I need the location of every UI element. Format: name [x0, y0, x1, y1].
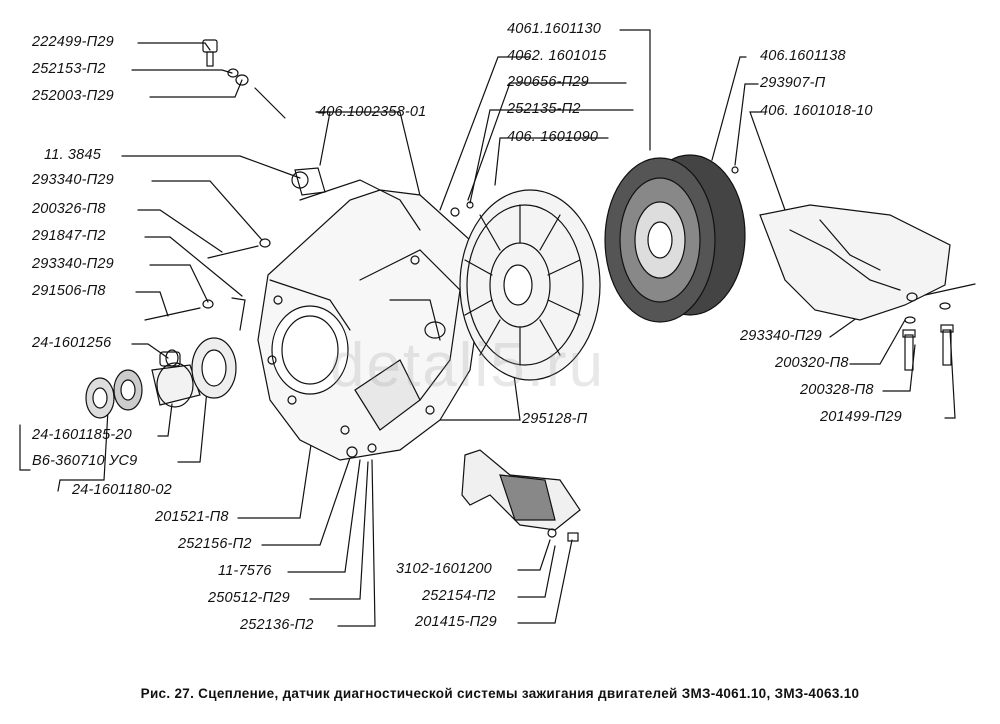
label-222499: 222499-П29	[32, 34, 114, 50]
label-290656: 290656-П29	[507, 74, 589, 90]
label-3102-1601200: 3102-1601200	[396, 561, 492, 577]
label-293340-a: 293340-П29	[32, 172, 114, 188]
clutch-housing	[257, 167, 481, 461]
bolt-222499	[202, 39, 249, 86]
label-201499: 201499-П29	[820, 409, 902, 425]
label-293340-c: 293340-П29	[740, 328, 822, 344]
leader-lines	[19, 29, 956, 627]
label-406-1002358: 406.1002358-01	[318, 104, 427, 120]
label-11-7576: 11-7576	[218, 563, 272, 579]
label-293340-b: 293340-П29	[32, 256, 114, 272]
label-252003: 252003-П29	[32, 88, 114, 104]
figure-caption: Рис. 27. Сцепление, датчик диагностическ…	[140, 686, 860, 701]
label-293907: 293907-П	[760, 75, 826, 91]
label-250512: 250512-П29	[208, 590, 290, 606]
release-fork	[461, 449, 581, 542]
label-v6-360710: В6-360710 УС9	[32, 453, 138, 469]
label-11-3845: 11. 3845	[44, 147, 101, 163]
label-252154: 252154-П2	[422, 588, 496, 604]
label-4062-1601015: 4062. 1601015	[507, 48, 607, 64]
label-291847: 291847-П2	[32, 228, 106, 244]
bottom-cover	[759, 204, 976, 371]
label-252135: 252135-П2	[507, 101, 581, 117]
label-200320: 200320-П8	[775, 355, 849, 371]
label-24-1601180: 24-1601180-02	[72, 482, 172, 498]
label-24-1601185: 24-1601185-20	[32, 427, 132, 443]
label-200326: 200326-П8	[32, 201, 106, 217]
label-252153: 252153-П2	[32, 61, 106, 77]
label-252156: 252156-П2	[178, 536, 252, 552]
label-201521: 201521-П8	[155, 509, 229, 525]
label-291506: 291506-П8	[32, 283, 106, 299]
label-200328: 200328-П8	[800, 382, 874, 398]
watermark: detali5.ru	[330, 331, 606, 400]
label-24-1601256: 24-1601256	[32, 335, 112, 351]
release-bearing	[85, 337, 237, 419]
label-406-1601090: 406. 1601090	[507, 129, 599, 145]
label-252136: 252136-П2	[240, 617, 314, 633]
label-4061-1601130: 4061.1601130	[507, 21, 602, 37]
label-406-1601018: 406. 1601018-10	[760, 103, 873, 119]
label-406-1601138: 406.1601138	[760, 48, 846, 64]
housing-bolts	[144, 238, 271, 331]
pressure-plate	[450, 189, 601, 381]
clutch-disc	[604, 154, 746, 323]
label-201415: 201415-П29	[415, 614, 497, 630]
label-295128: 295128-П	[522, 411, 588, 427]
